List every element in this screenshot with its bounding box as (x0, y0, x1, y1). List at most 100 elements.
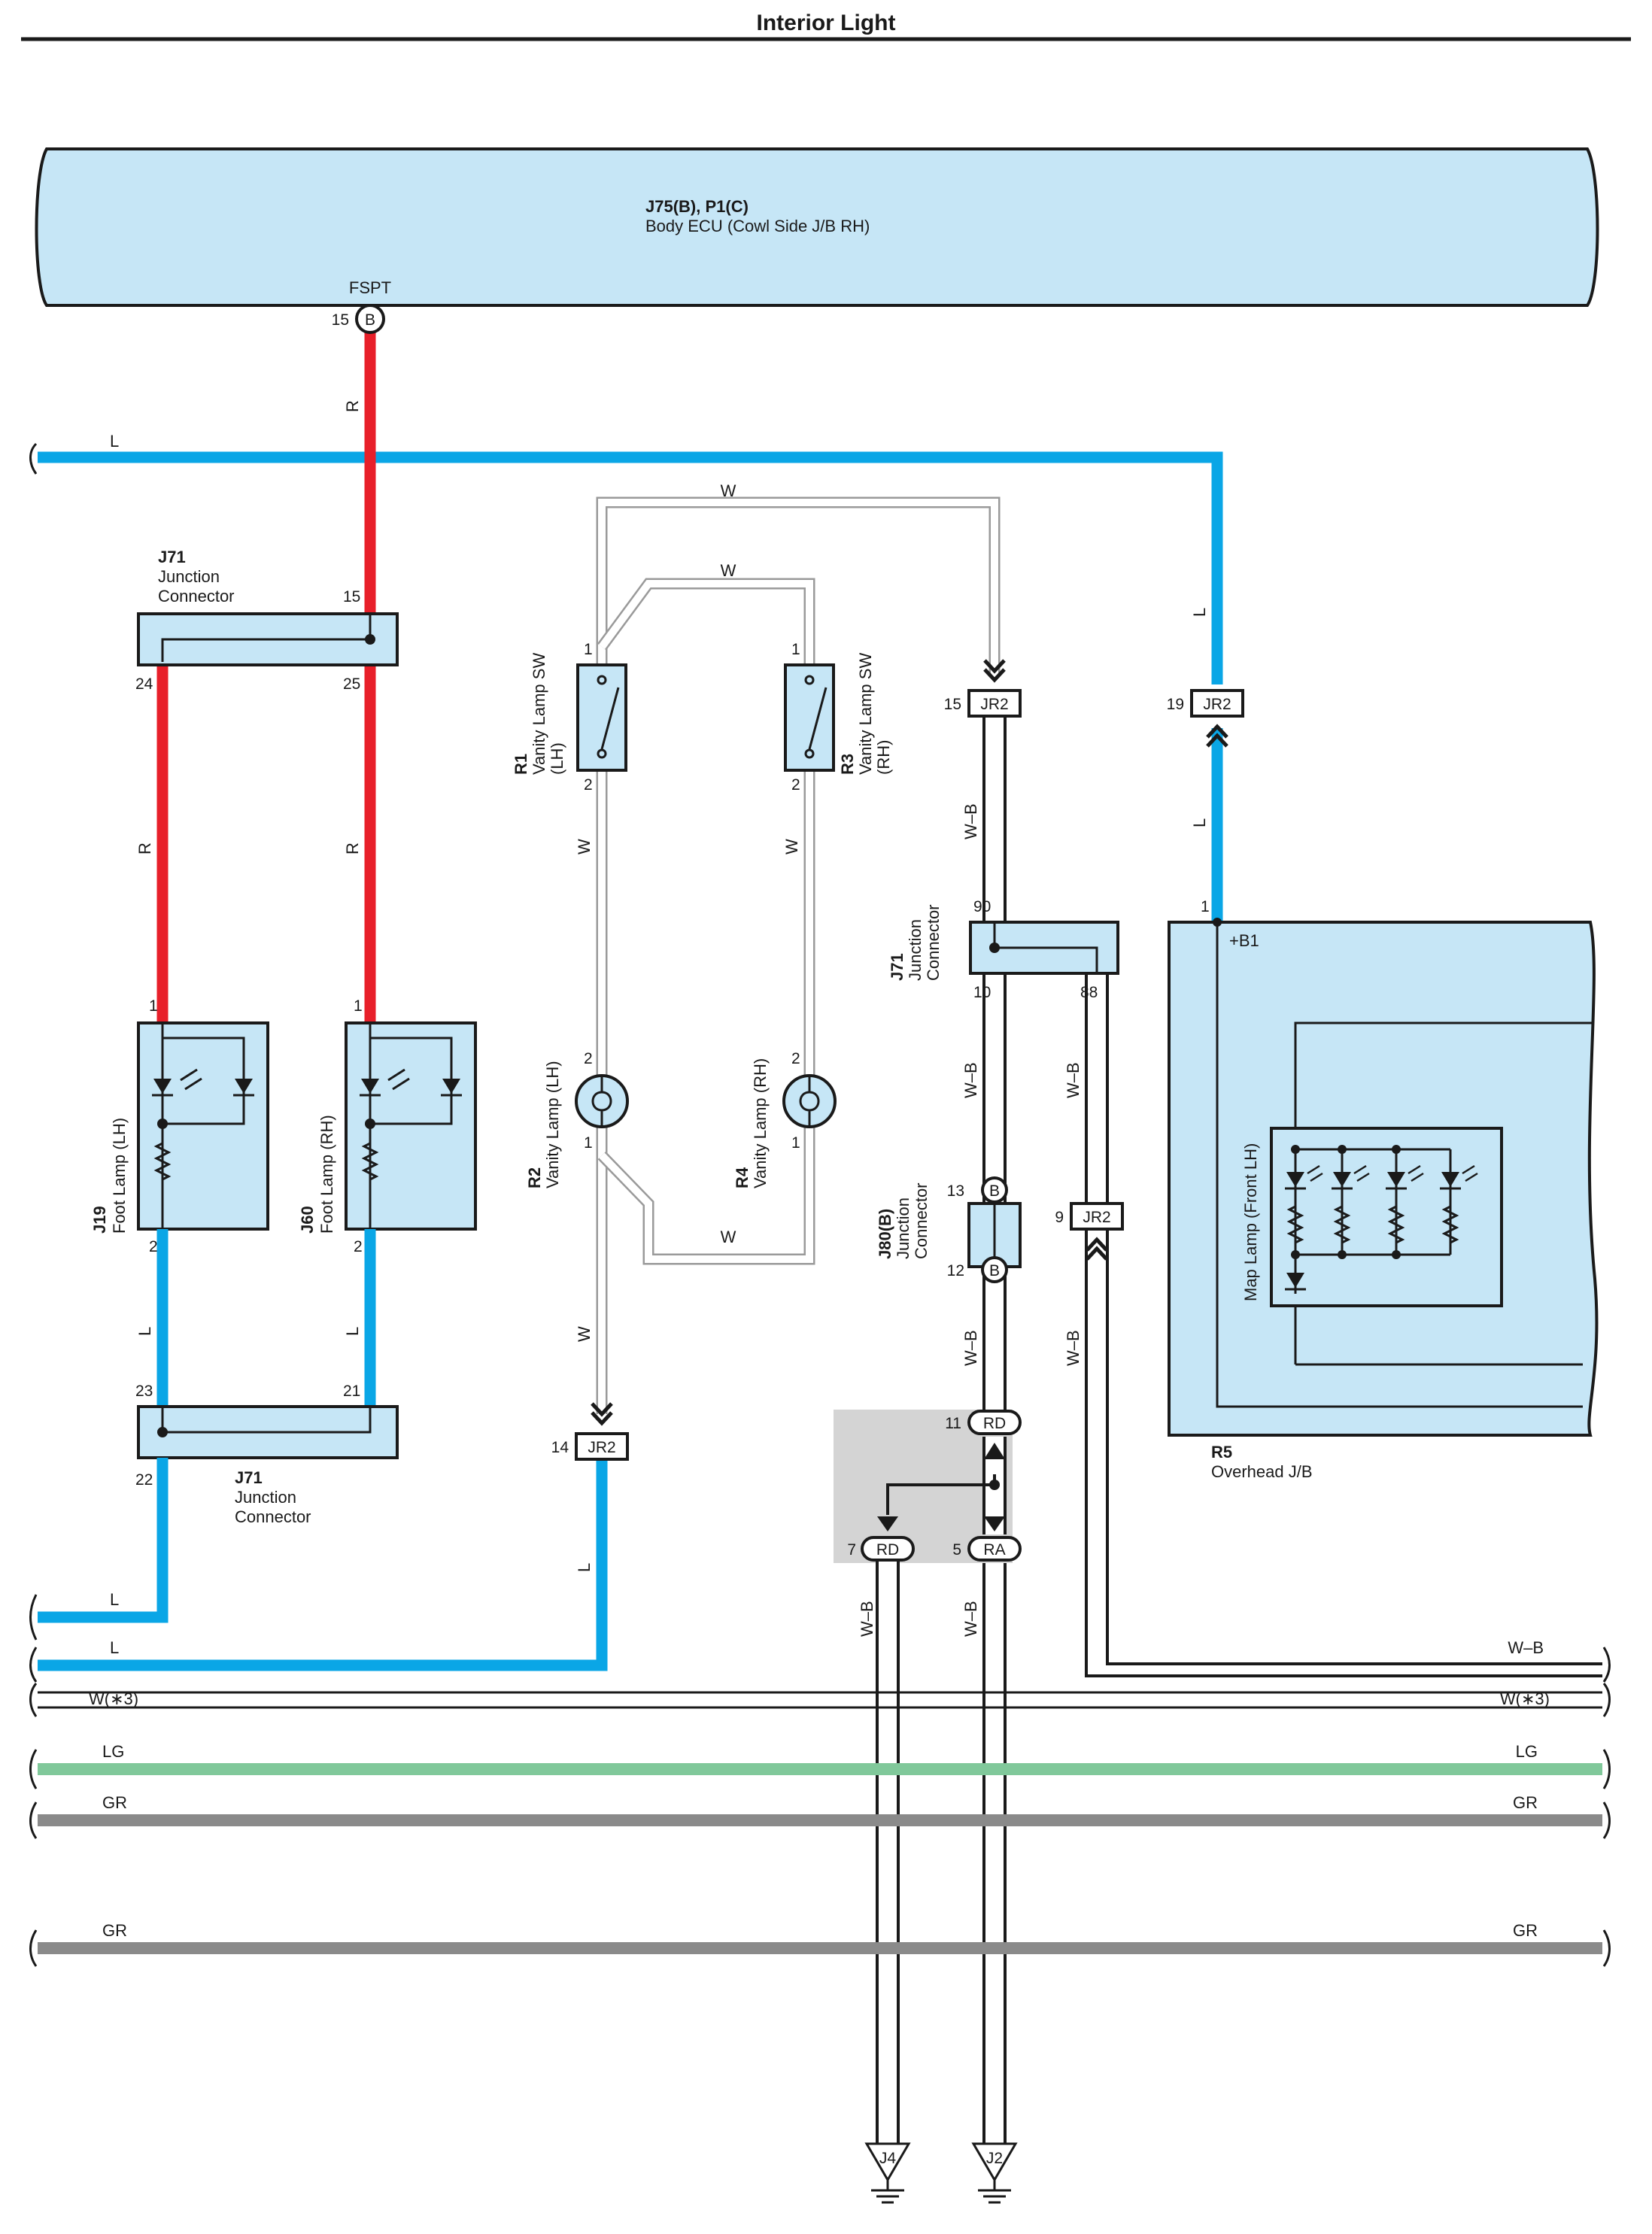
pin-label: 2 (584, 776, 593, 794)
r3-code: R3 (838, 754, 857, 775)
wire-break-mark (29, 442, 38, 475)
pin-label: 22 (135, 1471, 153, 1489)
light-arrow-icon (392, 1077, 410, 1091)
pin-label: 1 (791, 1134, 800, 1152)
light-arrow-icon (180, 1068, 198, 1082)
j80-label1: Junction (894, 1197, 913, 1259)
jr2-label: JR2 (1083, 1209, 1110, 1226)
wire-label-wb: W–B (1064, 1330, 1083, 1366)
pin-label: 21 (343, 1383, 360, 1400)
jr2-label: JR2 (1203, 696, 1231, 713)
r5-internal-wire (1216, 922, 1583, 1408)
pin-label: 24 (135, 675, 153, 693)
wire-label-wb: W–B (961, 1330, 980, 1366)
r2-name: Vanity Lamp (LH) (543, 1061, 562, 1188)
j60-code: J60 (298, 1206, 317, 1234)
wire-label-wb: W–B (858, 1601, 876, 1637)
splice-pin-7 (861, 1536, 915, 1562)
j80-conn-letter: B (989, 1262, 1000, 1279)
pin-label: 10 (973, 984, 991, 1001)
r3-side: (RH) (874, 740, 893, 775)
splice-pin-11 (967, 1410, 1022, 1435)
pin-label: 14 (551, 1439, 569, 1456)
bulb-icon (799, 1076, 820, 1127)
j80-code: J80(B) (876, 1209, 894, 1259)
r5-b1-label: +B1 (1229, 931, 1259, 950)
pin-label: 13 (947, 1182, 964, 1200)
ecu-pin-15 (355, 304, 385, 334)
bulb-icon (591, 1076, 612, 1127)
j71-bottom-bus (161, 1407, 372, 1434)
wire-label-w3: W(∗3) (89, 1689, 138, 1708)
splice-arrow-icon (877, 1516, 898, 1531)
j71-top-bus (161, 614, 372, 662)
wire-label-wb: W–B (961, 1601, 980, 1637)
pin-label: 1 (354, 997, 363, 1015)
wire-label-w: W (782, 839, 801, 854)
wire-label-l: L (575, 1563, 594, 1572)
r5-code: R5 (1211, 1443, 1232, 1462)
j80-pin-12 (981, 1256, 1008, 1283)
pin-label: 2 (791, 1050, 800, 1067)
j71-top-label2: Connector (158, 587, 235, 606)
pin-label: 15 (944, 696, 961, 713)
pin-label: 1 (149, 997, 158, 1015)
jr2-pin-15 (967, 689, 1022, 718)
switch-icon (600, 687, 620, 750)
wire-w-lower-loop (599, 770, 813, 1263)
wire-label-l: L (110, 1638, 119, 1657)
pin-label: 9 (1055, 1209, 1064, 1226)
pin-label: 1 (584, 641, 593, 658)
jr2-label: JR2 (588, 1439, 615, 1456)
wire-label-w: W (721, 561, 736, 580)
wire-label-wb: W–B (1064, 1062, 1083, 1098)
j19-code: J19 (90, 1206, 109, 1234)
pin-label: 88 (1080, 984, 1098, 1001)
page-title: Interior Light (757, 11, 896, 35)
wire-w-inner-loop (598, 580, 813, 665)
wire-label-w: W (721, 1228, 736, 1246)
j71-bottom-label2: Connector (235, 1507, 311, 1526)
pin-label: 23 (135, 1383, 153, 1400)
wire-label-l: L (343, 1327, 362, 1336)
splice-ra: RA (983, 1541, 1005, 1559)
pin-label: 2 (149, 1238, 158, 1255)
r2-code: R2 (525, 1167, 544, 1188)
splice-rd: RD (983, 1415, 1006, 1432)
ecu-name: Body ECU (Cowl Side J/B RH) (645, 217, 870, 235)
splice-rd: RD (876, 1541, 899, 1559)
ecu-code: J75(B), P1(C) (645, 197, 749, 216)
wire-label-wb: W–B (961, 1062, 980, 1098)
wire-l-to-overhead (38, 451, 1223, 684)
pin-label: 1 (791, 641, 800, 658)
splice-arrow-icon (984, 1443, 1005, 1459)
j71-mid-label2: Connector (924, 904, 943, 981)
pin-label: 1 (1201, 898, 1210, 915)
wire-label-gr: GR (102, 1921, 127, 1940)
wire-label-l: L (110, 1590, 119, 1609)
wire-label-l: L (1190, 818, 1209, 827)
j60-name: Foot Lamp (RH) (317, 1115, 336, 1234)
pin-label: 25 (343, 675, 360, 693)
wire-label-r: R (343, 842, 362, 854)
j71-bottom-label1: Junction (235, 1488, 296, 1507)
pin-label: 5 (952, 1541, 961, 1559)
map-lamp-label: Map Lamp (Front LH) (1241, 1143, 1260, 1301)
jr2-pin-9 (1070, 1202, 1124, 1231)
pin-label: 2 (584, 1050, 593, 1067)
pin-label: 2 (354, 1238, 363, 1255)
r4-name: Vanity Lamp (RH) (751, 1058, 770, 1188)
map-lamp-front-lh (1270, 1127, 1503, 1307)
r1-side: (LH) (548, 742, 566, 775)
r3-name: Vanity Lamp SW (856, 653, 875, 775)
wire-l-ground-left (38, 1458, 169, 1623)
wire-label-w: W (575, 1326, 594, 1342)
pin-label: 1 (584, 1134, 593, 1152)
j80-label2: Connector (912, 1182, 931, 1259)
pin-label: 7 (847, 1541, 856, 1559)
wire-label-lg: LG (102, 1742, 124, 1761)
wire-label-gr: GR (1513, 1921, 1538, 1940)
switch-icon (808, 687, 828, 750)
pin-label: 90 (973, 898, 991, 915)
